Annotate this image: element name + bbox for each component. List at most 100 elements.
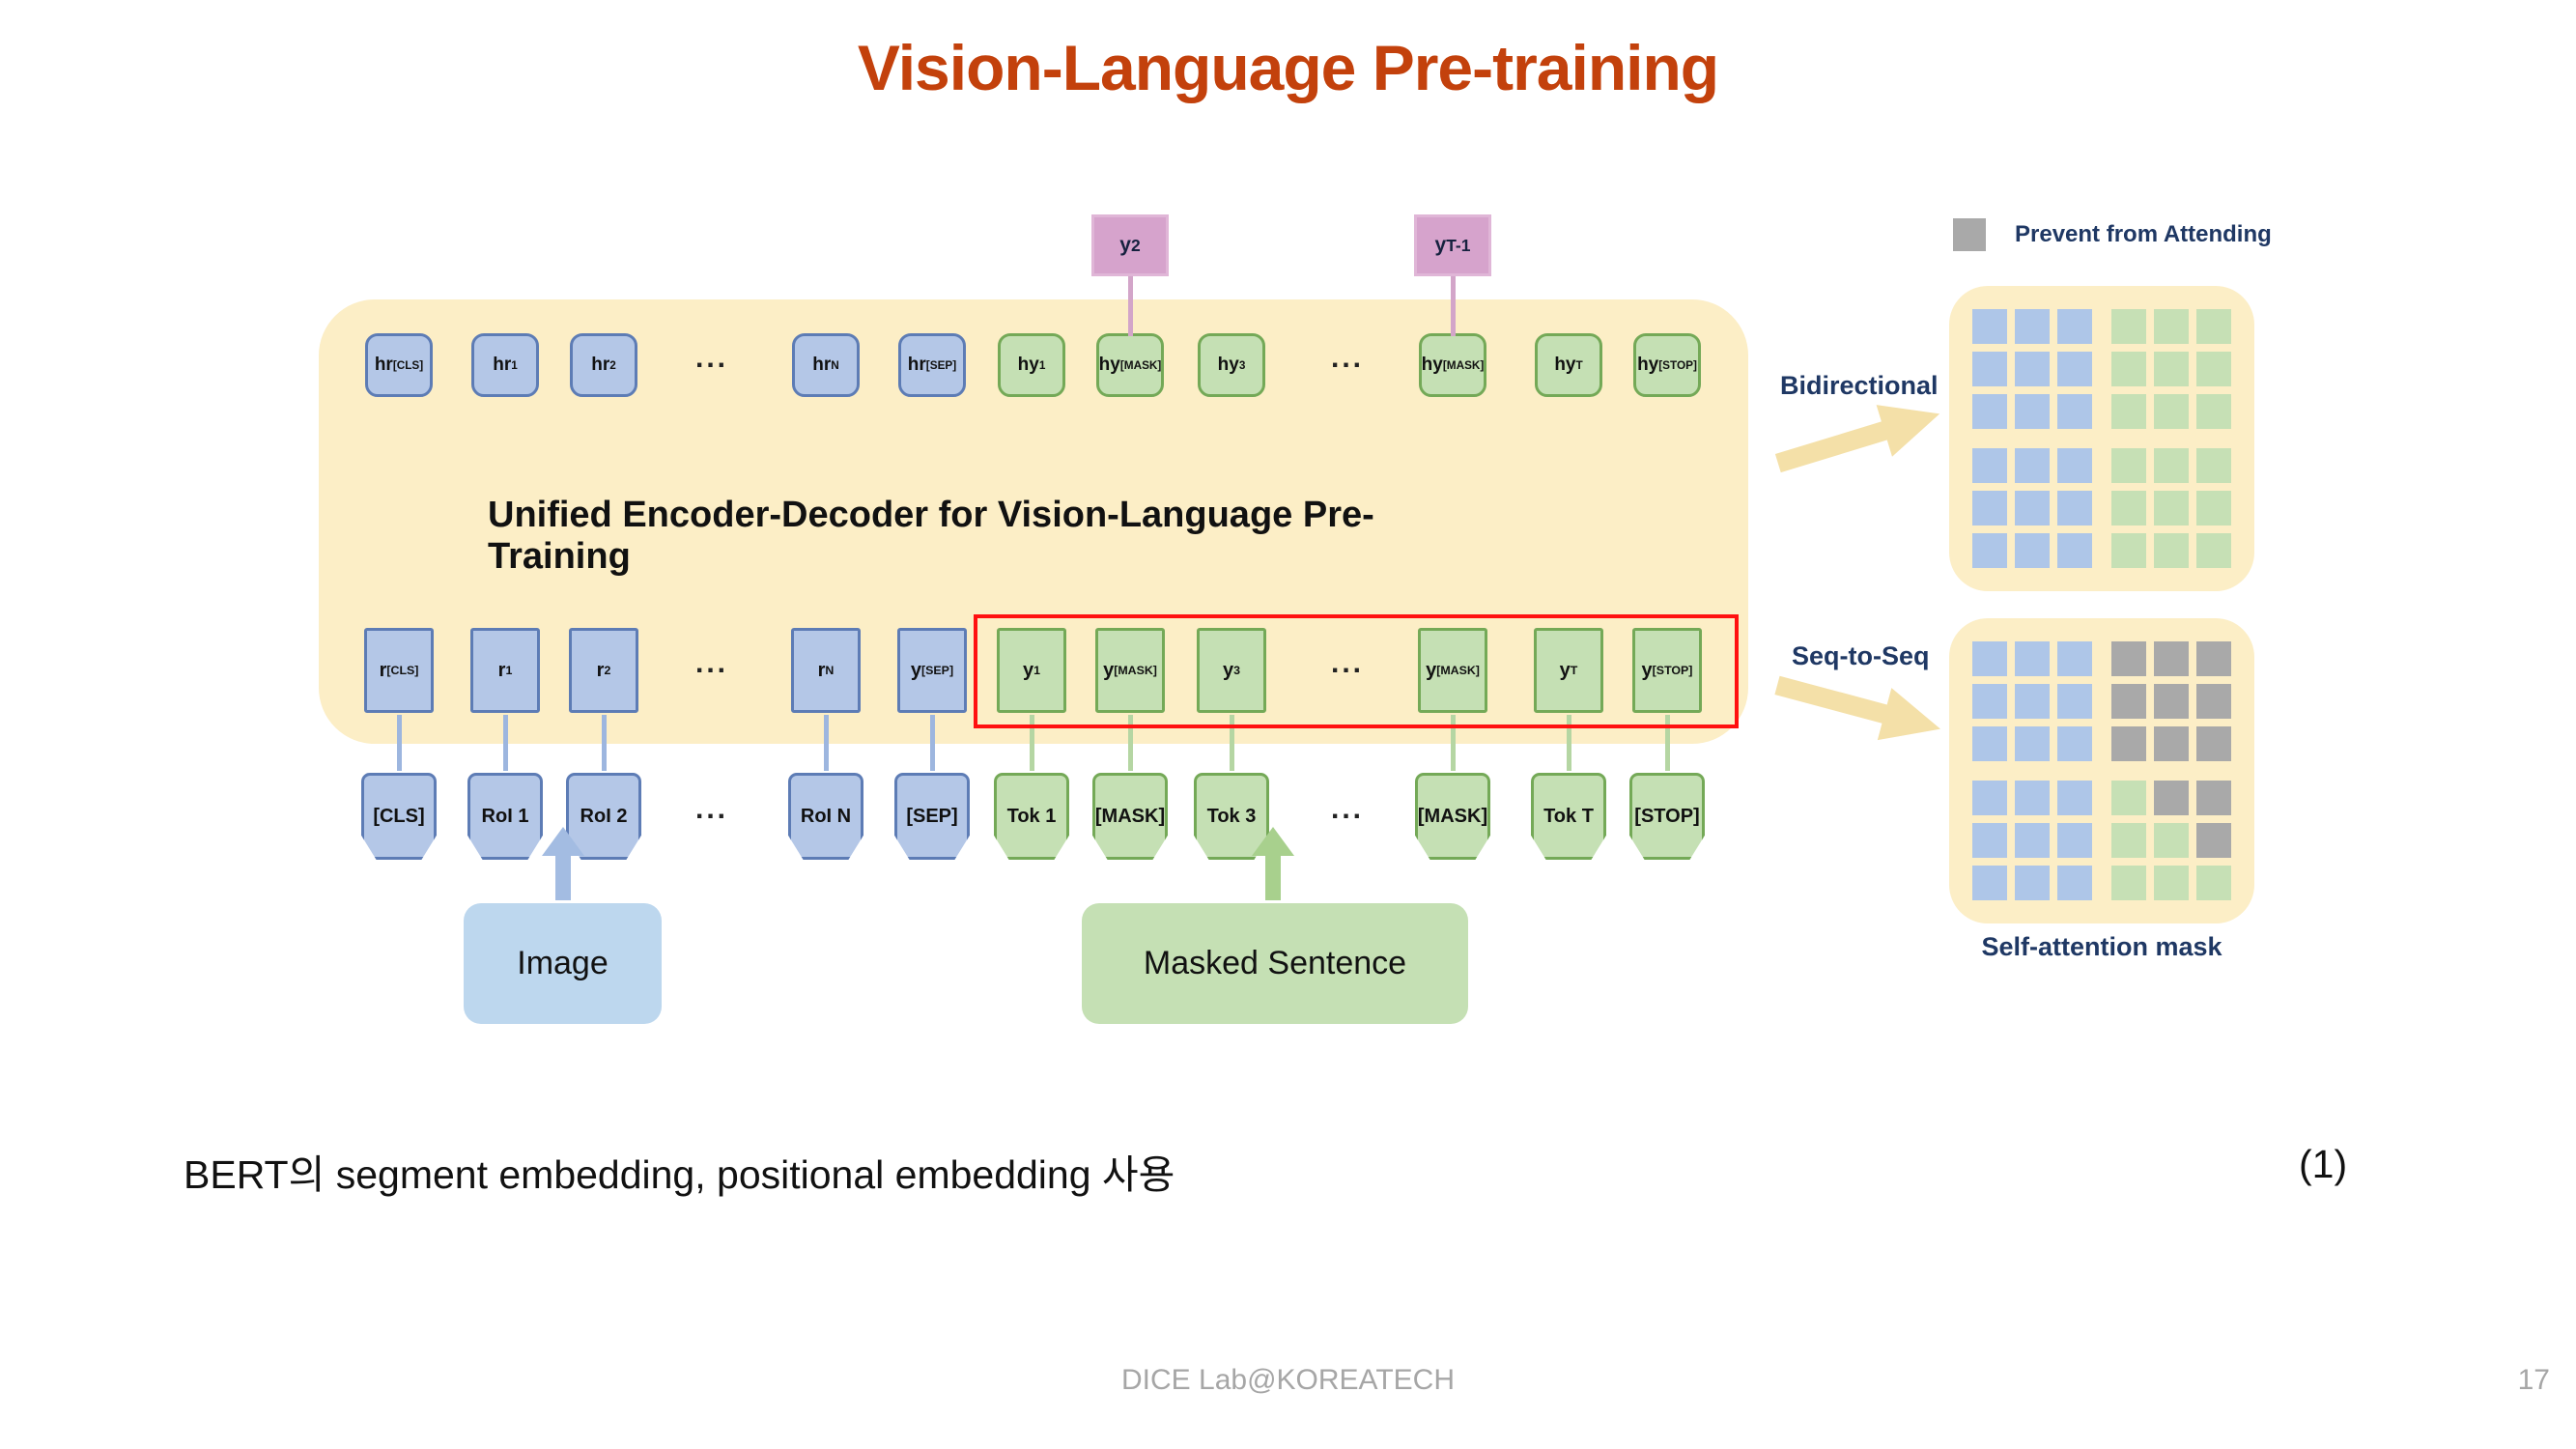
input-token-box: [CLS] [361, 773, 437, 860]
legend-label: Prevent from Attending [2015, 221, 2272, 247]
sentence-input-arrow-icon [1252, 827, 1294, 900]
mask-cell-green [2111, 781, 2146, 815]
mask-cell-blue [1972, 448, 2007, 483]
mask-cell-blue [1972, 309, 2007, 344]
embed-token-connector [1566, 715, 1571, 771]
input-token-box: RoI 1 [467, 773, 543, 860]
embed-token-connector [1450, 715, 1456, 771]
mask-cell-gray [2154, 641, 2189, 676]
mask-cell-blue [1972, 352, 2007, 386]
mask-cell-blue [2057, 352, 2092, 386]
mask-cell-gray [2154, 781, 2189, 815]
hidden-state-box: hy[MASK] [1419, 333, 1486, 397]
input-token-box: [SEP] [894, 773, 970, 860]
mask-cell-blue [2057, 491, 2092, 526]
hidden-state-box: hy[MASK] [1096, 333, 1164, 397]
seq2seq-mask-grid [1949, 618, 2254, 923]
mask-cell-blue [2057, 823, 2092, 858]
mask-cell-green [2196, 491, 2231, 526]
input-token-box: RoI N [788, 773, 863, 860]
mask-cell-green [2154, 866, 2189, 900]
mask-cell-green [2154, 533, 2189, 568]
mask-cell-blue [2015, 533, 2050, 568]
hidden-state-box: hy[STOP] [1633, 333, 1701, 397]
masked-sentence-label: Masked Sentence [1143, 945, 1407, 981]
mask-cell-gray [2196, 641, 2231, 676]
mask-cell-blue [2015, 641, 2050, 676]
mask-cell-blue [2015, 726, 2050, 761]
mask-cell-blue [2057, 684, 2092, 719]
output-connector [1127, 274, 1133, 336]
mask-cell-green [2111, 309, 2146, 344]
embedding-box: y[STOP] [1632, 628, 1702, 713]
mask-cell-gray [2154, 726, 2189, 761]
masked-sentence-box: Masked Sentence [1082, 903, 1468, 1024]
input-token-box: Tok 1 [994, 773, 1069, 860]
input-token-box: Tok T [1531, 773, 1606, 860]
embed-token-connector [1229, 715, 1234, 771]
hidden-state-box: hr[SEP] [898, 333, 966, 397]
mask-cell-gray [2111, 641, 2146, 676]
mask-cell-blue [2057, 448, 2092, 483]
embedding-box: r[CLS] [364, 628, 434, 713]
row-ellipsis: ... [1331, 647, 1365, 679]
input-token-box: RoI 2 [566, 773, 641, 860]
mask-cell-blue [2057, 866, 2092, 900]
embed-token-connector [929, 715, 935, 771]
mask-cell-gray [2154, 684, 2189, 719]
mask-cell-blue [1972, 533, 2007, 568]
mask-cell-green [2196, 533, 2231, 568]
mask-cell-gray [2196, 781, 2231, 815]
mask-cell-blue [2015, 866, 2050, 900]
mask-cell-blue [2015, 781, 2050, 815]
mask-cell-green [2111, 866, 2146, 900]
row-ellipsis: ... [695, 342, 729, 374]
mask-cell-green [2111, 394, 2146, 429]
mask-cell-green [2154, 394, 2189, 429]
mask-cell-blue [2015, 491, 2050, 526]
mask-cell-green [2111, 352, 2146, 386]
gray-swatch-icon [1953, 218, 1986, 251]
embed-token-connector [823, 715, 829, 771]
bidirectional-mask-grid [1949, 286, 2254, 591]
mask-cell-blue [1972, 866, 2007, 900]
embed-token-connector [1664, 715, 1670, 771]
encoder-decoder-label: Unified Encoder-Decoder for Vision-Langu… [488, 495, 1374, 577]
mask-cell-gray [2196, 684, 2231, 719]
embedding-box: y[MASK] [1095, 628, 1165, 713]
input-token-box: [MASK] [1092, 773, 1168, 860]
mask-cell-gray [2196, 726, 2231, 761]
mask-cell-blue [2057, 726, 2092, 761]
mask-cell-blue [1972, 641, 2007, 676]
embed-token-connector [396, 715, 402, 771]
mask-cell-green [2154, 448, 2189, 483]
mask-cell-green [2111, 823, 2146, 858]
mask-cell-green [2111, 491, 2146, 526]
input-token-box: Tok 3 [1194, 773, 1269, 860]
mask-cell-blue [2015, 352, 2050, 386]
mask-cell-blue [2057, 641, 2092, 676]
mask-cell-gray [2111, 684, 2146, 719]
embedding-box: y[MASK] [1418, 628, 1487, 713]
mask-cell-gray [2196, 823, 2231, 858]
embed-token-connector [1127, 715, 1133, 771]
mask-cell-blue [1972, 823, 2007, 858]
row-ellipsis: ... [695, 647, 729, 679]
input-token-box: [STOP] [1629, 773, 1705, 860]
mask-cell-blue [2015, 309, 2050, 344]
row-ellipsis: ... [695, 793, 729, 825]
footer-page-number: 17 [2517, 1364, 2550, 1396]
legend-prevent-attending: Prevent from Attending [1953, 218, 2272, 251]
mask-cell-blue [2015, 394, 2050, 429]
